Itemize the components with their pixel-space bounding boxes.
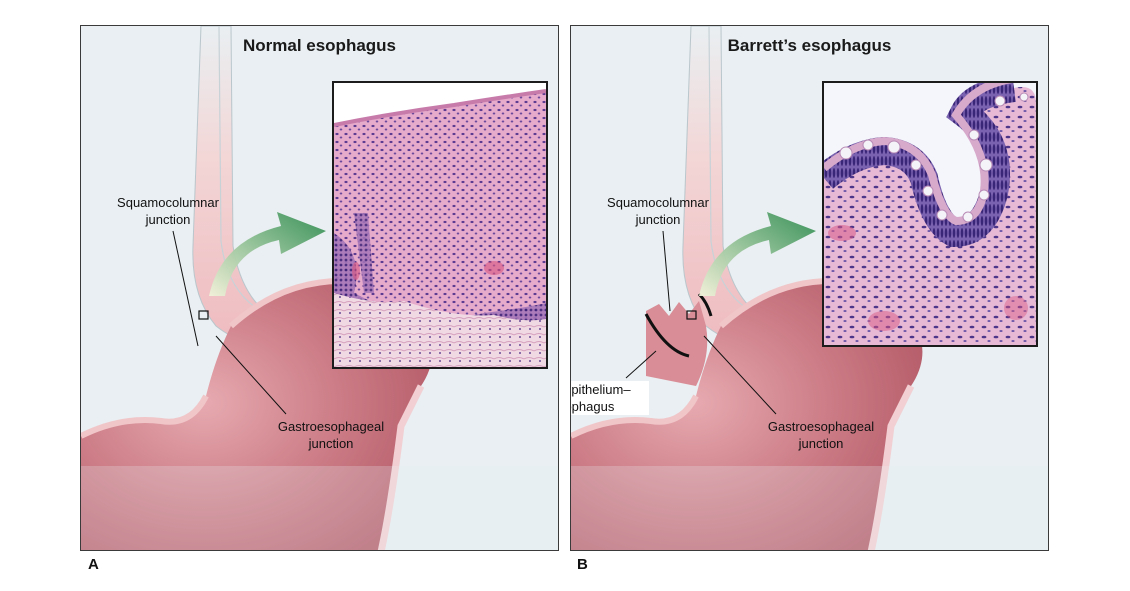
panel-title: Normal esophagus bbox=[242, 36, 397, 55]
label-line: Squamocolumnar bbox=[117, 195, 219, 210]
columnar-epithelium-micrograph bbox=[822, 81, 1038, 347]
gastroesophageal-junction-label: Gastroesophageal junction bbox=[746, 418, 896, 452]
label-line: Gastroesophageal bbox=[277, 419, 385, 434]
label-line: lined esophagus bbox=[571, 399, 615, 414]
label-line: junction bbox=[635, 212, 681, 227]
label-line: Gastroesophageal bbox=[767, 419, 875, 434]
gastroesophageal-junction-label: Gastroesophageal junction bbox=[256, 418, 406, 452]
panel-letter-b: B bbox=[577, 556, 588, 573]
panel-barretts-esophagus: Barrett’s esophagus Squamocolumnar junct… bbox=[570, 25, 1049, 551]
label-line: junction bbox=[798, 436, 844, 451]
panel-title: Barrett’s esophagus bbox=[727, 36, 892, 55]
columnar-epithelium-lined-esophagus-label: Columnar-epithelium– lined esophagus bbox=[571, 381, 649, 415]
squamous-epithelium-micrograph bbox=[332, 81, 548, 369]
label-line: junction bbox=[308, 436, 354, 451]
panel-normal-esophagus: Normal esophagus Squamocolumnar junction… bbox=[80, 25, 559, 551]
histology-columnar-image bbox=[824, 83, 1036, 345]
label-line: Columnar-epithelium– bbox=[571, 382, 631, 397]
label-line: junction bbox=[145, 212, 191, 227]
panel-letter-a: A bbox=[88, 556, 99, 573]
squamocolumnar-junction-label: Squamocolumnar junction bbox=[93, 194, 243, 228]
squamocolumnar-junction-label: Squamocolumnar junction bbox=[583, 194, 733, 228]
histology-squamous-image bbox=[334, 83, 546, 367]
label-line: Squamocolumnar bbox=[607, 195, 709, 210]
